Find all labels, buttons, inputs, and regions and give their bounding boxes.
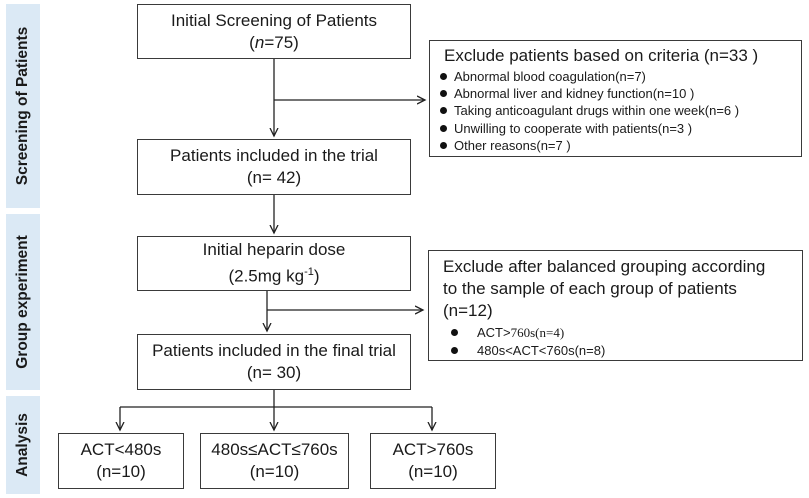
initial-screening-box: Initial Screening of Patients (n=75)	[137, 4, 411, 59]
exclusion-criteria-list: Abnormal blood coagulation(n=7) Abnormal…	[430, 68, 801, 154]
exclusion-item: Abnormal blood coagulation(n=7)	[440, 68, 801, 85]
heparin-dose-value: (2.5mg kg-1)	[228, 266, 320, 286]
exclusion-item: Other reasons(n=7 )	[440, 137, 801, 154]
phase-band-analysis: Analysis	[6, 396, 40, 494]
balanced-grouping-item: 480s<ACT<760s(n=8)	[451, 342, 802, 360]
group-act-low-box: ACT<480s (n=10)	[58, 433, 184, 489]
heparin-dose-title: Initial heparin dose	[202, 240, 346, 260]
final-trial-box: Patients included in the final trial (n=…	[137, 334, 411, 390]
group-act-mid-box: 480s≤ACT≤760s (n=10)	[200, 433, 349, 489]
initial-screening-title: Initial Screening of Patients	[170, 10, 377, 30]
heparin-dose-box: Initial heparin dose (2.5mg kg-1)	[137, 236, 411, 291]
included-trial-count: (n= 42)	[246, 168, 302, 187]
final-trial-title: Patients included in the final trial	[152, 341, 396, 360]
group-label: ACT>760s	[392, 440, 474, 459]
final-trial-count: (n= 30)	[246, 363, 302, 382]
exclusion-item: Taking anticoagulant drugs within one we…	[440, 102, 801, 119]
balanced-grouping-line2: to the sample of each group of patients	[443, 279, 737, 298]
phase-band-screening: Screening of Patients	[6, 4, 40, 208]
included-trial-title: Patients included in the trial	[170, 146, 378, 165]
initial-screening-count: (n=75)	[249, 32, 299, 52]
exclusion-item: Abnormal liver and kidney function(n=10 …	[440, 85, 801, 102]
balanced-grouping-exclusion-box: Exclude after balanced grouping accordin…	[428, 250, 803, 361]
group-label: ACT<480s	[80, 440, 162, 459]
group-count: (n=10)	[249, 462, 300, 481]
balanced-grouping-item: ACT>760s(n=4)	[451, 324, 802, 342]
exclusion-criteria-box: Exclude patients based on criteria (n=33…	[429, 40, 802, 157]
balanced-grouping-list: ACT>760s(n=4) 480s<ACT<760s(n=8)	[429, 324, 802, 359]
phase-band-group: Group experiment	[6, 214, 40, 390]
group-label: 480s≤ACT≤760s	[211, 440, 338, 459]
exclusion-item: Unwilling to cooperate with patients(n=3…	[440, 120, 801, 137]
exclusion-criteria-header: Exclude patients based on criteria (n=33…	[444, 46, 759, 65]
group-act-high-box: ACT>760s (n=10)	[370, 433, 496, 489]
balanced-grouping-count: (n=12)	[443, 301, 493, 320]
group-count: (n=10)	[408, 462, 458, 481]
group-count: (n=10)	[96, 462, 146, 481]
included-trial-box: Patients included in the trial (n= 42)	[137, 139, 411, 195]
balanced-grouping-line1: Exclude after balanced grouping accordin…	[443, 257, 766, 276]
